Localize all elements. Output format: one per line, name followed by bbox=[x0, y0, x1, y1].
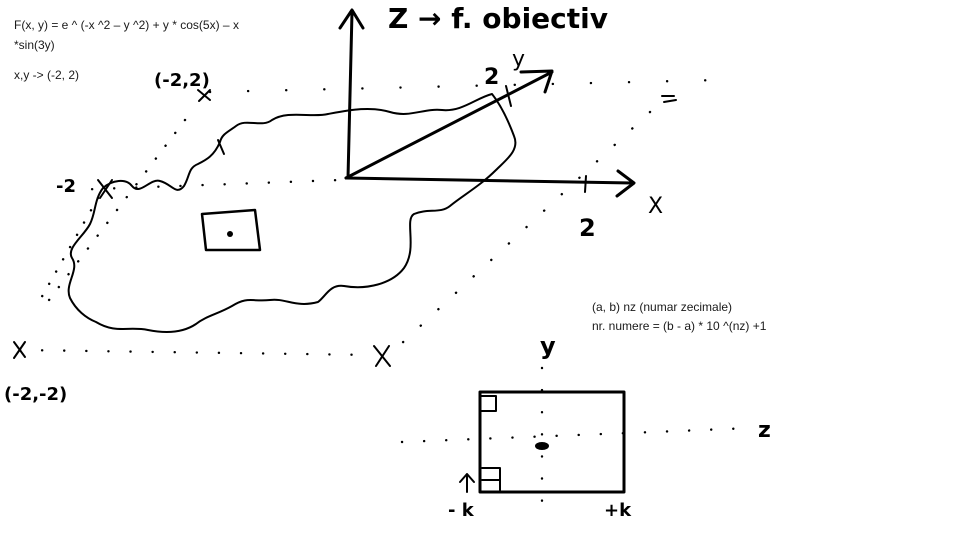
sketch-3d: Z → f. obiectiv X y 2 2 (-2,2) (-2,-2) -… bbox=[4, 2, 722, 405]
x-axis-label: X bbox=[648, 194, 663, 219]
center-point bbox=[535, 442, 549, 450]
grid-z-label: z bbox=[758, 418, 771, 443]
interior-square bbox=[200, 208, 262, 252]
cross-mark-bottom-right bbox=[373, 345, 391, 367]
formula-line-1: F(x, y) = e ^ (-x ^2 – y ^2) + y * cos(5… bbox=[14, 18, 239, 32]
corner-top-label: (-2,2) bbox=[154, 70, 210, 91]
y-axis bbox=[344, 69, 554, 180]
formula-line-2: *sin(3y) bbox=[14, 38, 55, 52]
domain-rectangle bbox=[478, 390, 626, 494]
plane-dash bbox=[661, 95, 677, 103]
right-k-label: +k bbox=[604, 500, 632, 521]
left-tick-label: -2 bbox=[56, 176, 76, 197]
x-axis bbox=[344, 169, 636, 198]
y-axis-label: y bbox=[512, 47, 525, 72]
grid-z-axis bbox=[400, 426, 754, 444]
grid-y-label: y bbox=[540, 332, 556, 360]
surface-notch bbox=[217, 139, 225, 155]
x-tick-mark bbox=[584, 175, 587, 193]
cross-mark-bottom-left bbox=[13, 341, 26, 359]
cross-mark-left bbox=[97, 179, 113, 199]
y-tick-label: 2 bbox=[484, 65, 499, 90]
notes-line-1: (a, b) nz (numar zecimale) bbox=[592, 300, 733, 314]
cell-top-left bbox=[479, 395, 497, 412]
notes-line-2: nr. numere = (b - a) * 10 ^(nz) +1 bbox=[592, 319, 767, 333]
left-k-label: - k bbox=[448, 500, 475, 521]
surface-outline bbox=[67, 93, 517, 333]
interior-dot bbox=[227, 231, 233, 237]
x-tick-label: 2 bbox=[579, 214, 596, 242]
cross-mark-top-left bbox=[197, 89, 211, 102]
z-axis bbox=[338, 8, 365, 180]
corner-bottom-label: (-2,-2) bbox=[4, 384, 67, 405]
base-plane-dots bbox=[18, 78, 722, 357]
domain-text: x,y -> (-2, 2) bbox=[14, 68, 80, 82]
y-tick-mark bbox=[505, 85, 512, 107]
z-axis-title: Z → f. obiectiv bbox=[388, 2, 608, 35]
grid-sketch: y z - k +k bbox=[400, 332, 771, 521]
cell-bottom-left bbox=[481, 467, 501, 491]
up-arrow bbox=[459, 473, 475, 493]
